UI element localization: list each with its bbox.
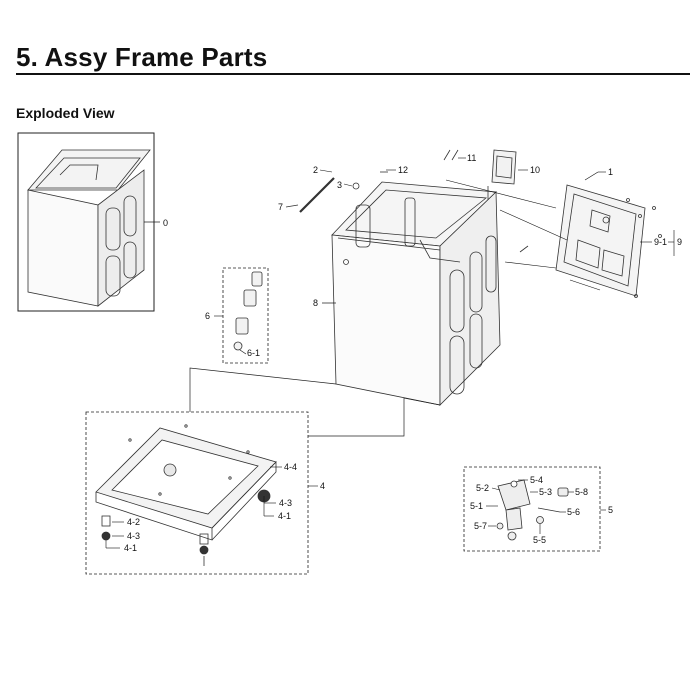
small-part-leaders [319, 157, 528, 187]
title-underline [16, 73, 690, 75]
label-part-5-2: 5-2 [476, 483, 489, 493]
label-part-4-2: 4-2 [127, 517, 140, 527]
label-part-4-3-right: 4-3 [279, 498, 292, 508]
base-frame-box [85, 411, 318, 575]
small-parts [285, 149, 529, 253]
label-part-11: 11 [467, 153, 476, 163]
label-part-7: 7 [278, 202, 283, 212]
label-part-4-3-left: 4-3 [127, 531, 140, 541]
label-part-5-7: 5-7 [474, 521, 487, 531]
page-title: 5. Assy Frame Parts [16, 42, 268, 72]
label-part-8: 8 [313, 298, 318, 308]
label-part-2: 2 [313, 165, 318, 175]
label-part-5-8: 5-8 [575, 487, 588, 497]
label-part-12: 12 [398, 165, 408, 175]
label-part-4-1-right: 4-1 [278, 511, 291, 521]
section-subtitle: Exploded View [16, 105, 115, 121]
label-part-5-5: 5-5 [533, 535, 546, 545]
label-part-1: 1 [608, 167, 613, 177]
label-part-9: 9 [677, 237, 682, 247]
label-part-3: 3 [337, 180, 342, 190]
label-part-6: 6 [205, 311, 210, 321]
cabinet-to-base-leaders [189, 367, 441, 437]
label-part-9-1: 9-1 [654, 237, 667, 247]
label-part-0: 0 [163, 218, 168, 228]
hose-fitting-box [214, 267, 269, 364]
label-part-5-4: 5-4 [530, 475, 543, 485]
assembled-frame-inset [17, 132, 160, 312]
label-part-5: 5 [608, 505, 613, 515]
back-panel [555, 184, 662, 298]
label-part-10: 10 [530, 165, 540, 175]
label-part-4-1-left: 4-1 [124, 543, 137, 553]
water-valve-box [463, 466, 606, 552]
label-part-4: 4 [320, 481, 325, 491]
label-part-5-3: 5-3 [539, 487, 552, 497]
back-panel-leaders [445, 171, 675, 291]
label-part-5-1: 5-1 [470, 501, 483, 511]
label-part-6-1: 6-1 [247, 348, 260, 358]
main-cabinet [331, 181, 501, 406]
label-part-4-4: 4-4 [284, 462, 297, 472]
label-part-5-6: 5-6 [567, 507, 580, 517]
